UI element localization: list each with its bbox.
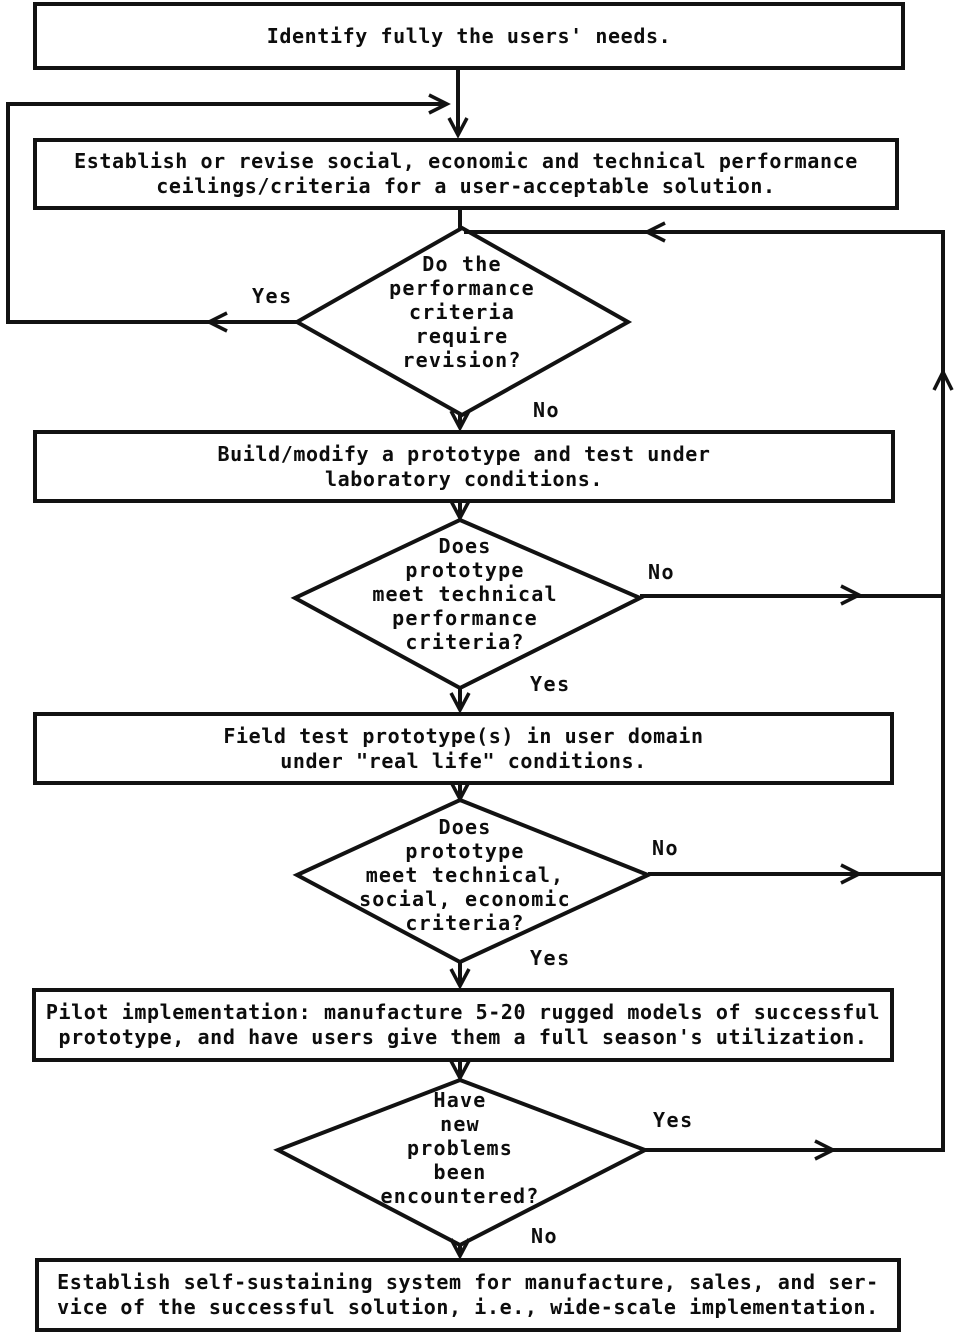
branch-label-d2-no: No — [648, 560, 676, 584]
arrow-into-d3 — [449, 781, 471, 803]
arrow-feedback-up — [932, 368, 954, 391]
arrow-into-box4 — [449, 692, 471, 714]
arrow-yes-loop-rejoin — [428, 93, 451, 115]
connector-right-feedback — [464, 230, 945, 1152]
process-box-pilot-implementation: Pilot implementation: manufacture 5-20 r… — [32, 988, 894, 1062]
process-box-self-sustaining-system: Establish self-sustaining system for man… — [35, 1258, 901, 1332]
branch-label-d4-no: No — [531, 1224, 559, 1248]
branch-label-d1-yes: Yes — [252, 284, 293, 308]
arrow-d3-no — [840, 863, 863, 885]
arrow-into-box6 — [449, 1238, 471, 1260]
decision-text-new-problems: Have new problems been encountered? — [380, 1088, 540, 1208]
decision-text-technical-performance: Does prototype meet technical performanc… — [372, 534, 558, 654]
decision-text-technical-social-economic: Does prototype meet technical, social, e… — [359, 815, 571, 935]
process-box-field-test: Field test prototype(s) in user domain u… — [33, 712, 894, 785]
arrow-into-d4 — [449, 1060, 471, 1082]
process-box-establish-criteria: Establish or revise social, economic and… — [33, 138, 899, 210]
branch-label-d3-yes: Yes — [530, 946, 571, 970]
arrow-into-box5 — [449, 968, 471, 990]
process-box-build-prototype: Build/modify a prototype and test under … — [33, 430, 895, 503]
branch-label-d2-yes: Yes — [530, 672, 571, 696]
arrow-d2-no — [840, 584, 863, 606]
decision-text-criteria-revision: Do the performance criteria require revi… — [389, 252, 535, 372]
arrow-feedback-into-d1 — [643, 221, 666, 243]
arrowheads — [205, 93, 954, 1260]
process-box-identify-needs: Identify fully the users' needs. — [33, 2, 905, 70]
arrow-into-box2 — [447, 117, 469, 139]
arrow-yes-loop-left — [205, 311, 228, 333]
branch-label-d3-no: No — [652, 836, 680, 860]
arrow-d4-yes — [814, 1139, 837, 1161]
arrow-into-d2 — [449, 500, 471, 522]
connector-yes-loop-left — [6, 102, 446, 324]
branch-label-d1-no: No — [533, 398, 561, 422]
arrow-into-box3 — [449, 410, 471, 432]
branch-label-d4-yes: Yes — [653, 1108, 694, 1132]
